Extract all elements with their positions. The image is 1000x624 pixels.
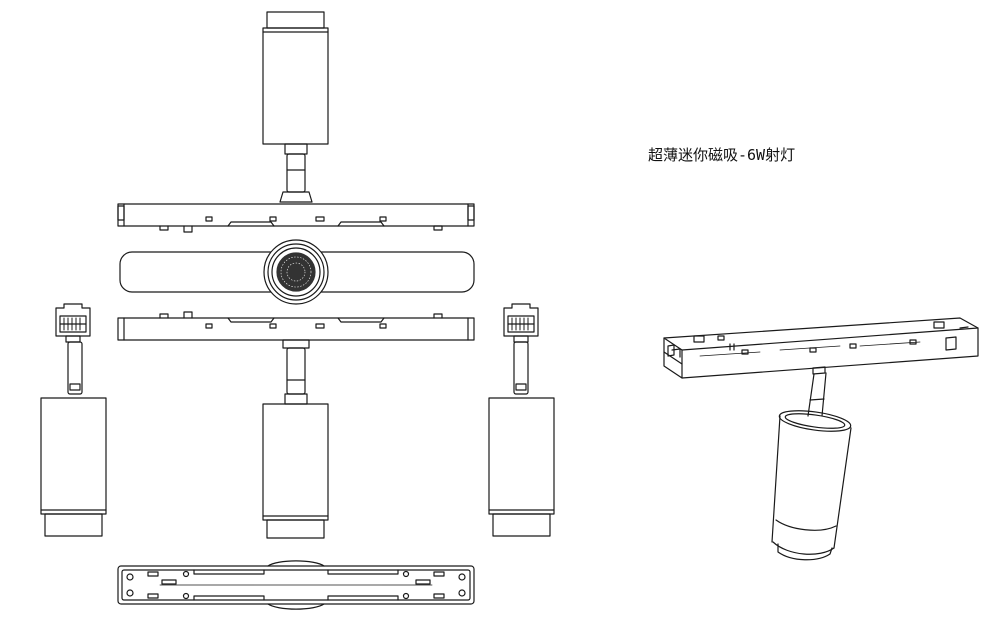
front-view-spotlight xyxy=(263,340,328,538)
product-title: 超薄迷你磁吸-6W射灯 xyxy=(648,146,796,164)
side-view-rail-lower xyxy=(118,312,474,340)
bottom-view-rail xyxy=(118,561,474,609)
left-view-spotlight xyxy=(41,304,106,536)
top-view-spotlight xyxy=(263,12,328,202)
side-view-rail xyxy=(118,204,474,232)
front-view-lens-panel xyxy=(120,240,474,304)
right-view-spotlight xyxy=(489,304,554,536)
isometric-view xyxy=(664,318,978,560)
